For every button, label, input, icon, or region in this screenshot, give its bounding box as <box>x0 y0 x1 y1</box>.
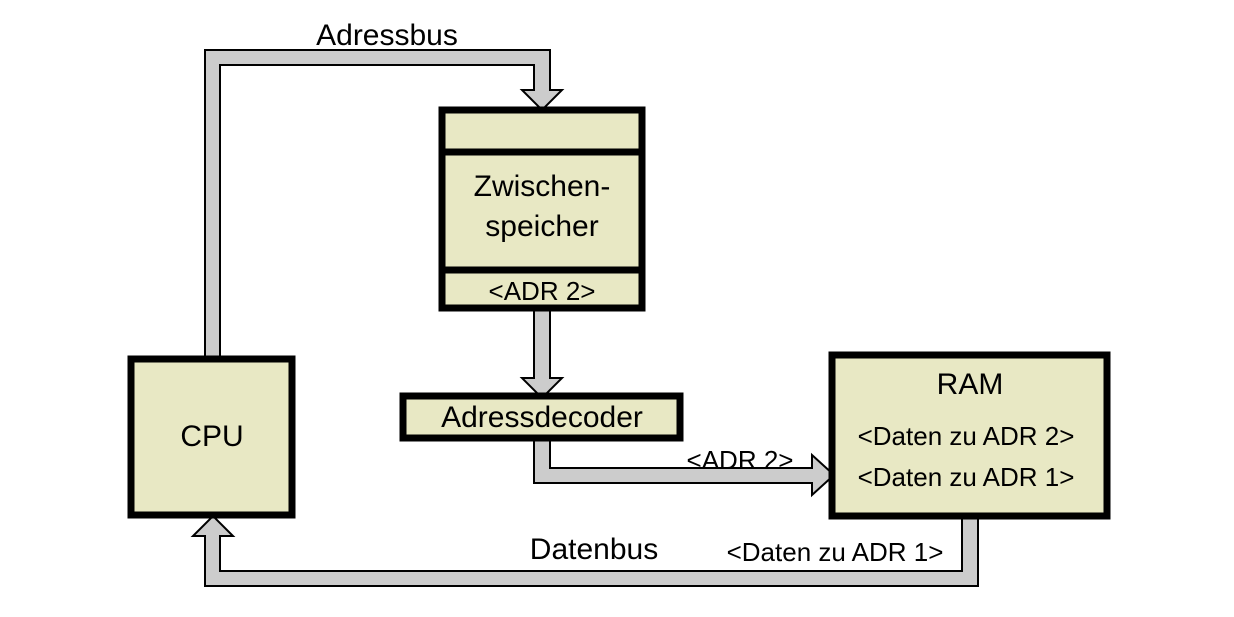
daten-adr1-databus-label: <Daten zu ADR 1> <box>726 537 944 567</box>
zwischenspeicher-label-line1: Zwischen- <box>473 170 611 203</box>
adr2-arrow-label: <ADR 2> <box>686 445 794 475</box>
adressdecoder-label: Adressdecoder <box>441 401 643 434</box>
data-bus-path <box>190 514 979 587</box>
ram-box[interactable] <box>828 351 1111 520</box>
ram-label: RAM <box>936 368 1004 401</box>
zwischenspeicher-adr2-value: <ADR 2> <box>488 276 596 306</box>
zwischenspeicher-box[interactable] <box>438 106 646 312</box>
ram-row-daten-adr2: <Daten zu ADR 2> <box>857 421 1075 451</box>
zwischenspeicher-to-decoder-arrow <box>519 307 565 400</box>
ram-row-daten-adr1: <Daten zu ADR 1> <box>857 462 1075 492</box>
decoder-to-ram-arrow <box>533 437 836 498</box>
adressdecoder-box[interactable] <box>399 392 684 442</box>
cpu-box[interactable] <box>127 355 296 519</box>
cpu-label: CPU <box>180 420 244 453</box>
zwischenspeicher-label-line2: speicher <box>485 210 599 243</box>
data-bus-label: Datenbus <box>529 533 659 566</box>
address-bus-label: Adressbus <box>316 19 458 52</box>
